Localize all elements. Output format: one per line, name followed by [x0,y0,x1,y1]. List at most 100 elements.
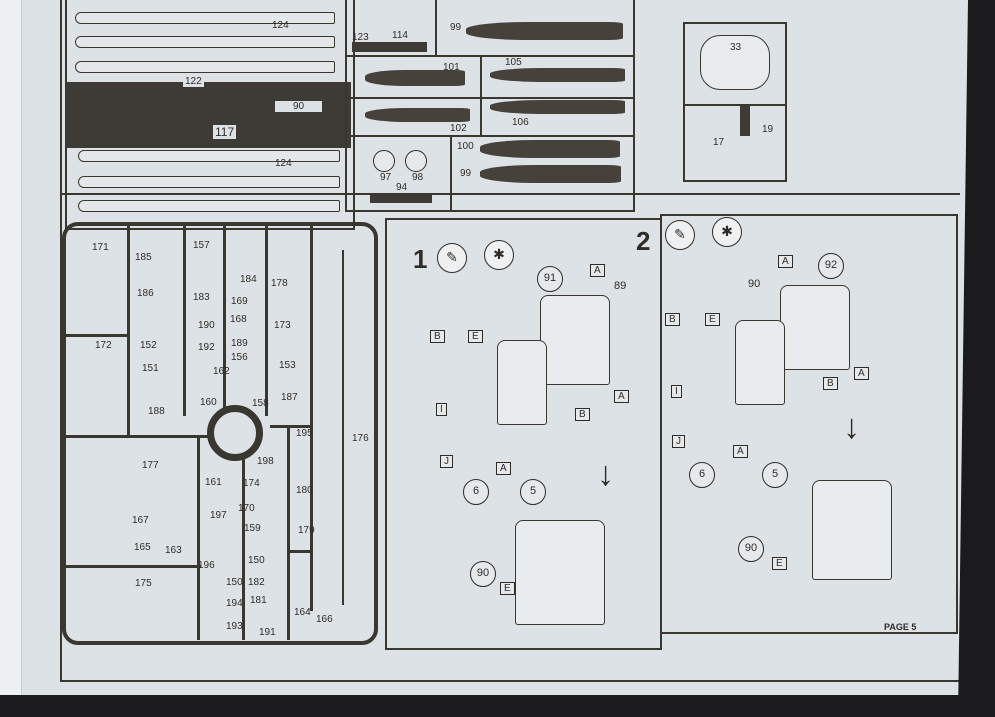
flag-a: A [496,462,511,475]
part-circle: 6 [463,479,489,505]
flag-a: A [854,367,869,380]
divider [480,55,482,137]
part-label: 185 [135,252,152,263]
flag-e: E [468,330,483,343]
divider [683,104,787,106]
part-label: 124 [272,20,289,31]
part-label: 167 [132,515,149,526]
part-label: 124 [275,158,292,169]
part-label: 169 [231,296,248,307]
sprue-ring [207,405,263,461]
part-label: 160 [200,397,217,408]
part-label: 186 [137,288,154,299]
sprue-weapons-frame [345,0,635,212]
frame-left [60,0,62,682]
part-label: 193 [226,621,243,632]
bomb-99 [480,165,621,183]
part-label: 188 [148,406,165,417]
flag-a: A [590,264,605,277]
part-label: 179 [298,525,315,536]
part-circle: 90 [738,536,764,562]
part-label: 166 [316,614,333,625]
divider [345,97,635,99]
part-label: 158 [252,398,269,409]
sprue-runner [287,425,290,640]
seat-back-91 [540,295,610,385]
flag-b: B [575,408,590,421]
part-circle: 6 [689,462,715,488]
flag-b: B [430,330,445,343]
pod-106 [490,100,625,114]
rotor-blade [75,12,335,24]
sprue-gate [740,106,750,136]
flag-a: A [778,255,793,268]
rotor-blade [75,36,335,48]
part-label: 151 [142,363,159,374]
rotor-blade [78,200,340,212]
part-label: 172 [95,340,112,351]
glue-icon: ✎ [665,220,695,250]
part-label: 198 [257,456,274,467]
flag-a: A [614,390,629,403]
part-label: 161 [205,477,222,488]
part-label: 176 [352,433,369,444]
part-circle: 5 [762,462,788,488]
part-label: 122 [183,76,204,87]
part-label: 165 [134,542,151,553]
part-label: 105 [505,57,522,68]
page-number: PAGE 5 [884,622,917,632]
rotor-blade [78,150,340,162]
part-label: 19 [762,124,774,135]
sprue-runner [66,435,211,438]
part-label: 17 [713,137,725,148]
part-label: 168 [230,314,247,325]
part-label: 106 [512,117,529,128]
flag-e: E [500,582,515,595]
part-label: 89 [614,280,627,292]
pod-105 [490,68,625,82]
paint-icon: ✱ [484,240,514,270]
part-label: 123 [352,32,369,43]
flag-b: B [823,377,838,390]
part-label: 90 [275,101,323,112]
part-label: 182 [248,577,265,588]
part-label: 101 [443,62,460,73]
glue-icon: ✎ [437,243,467,273]
dial-98 [405,150,427,172]
instruction-page: 124 124 122 117 90 123 114 99 101 105 10… [0,0,968,695]
sprue-runner [183,226,186,416]
flag-j: J [672,435,685,448]
part-label: 196 [198,560,215,571]
part-label: 189 [231,338,248,349]
sprue-runner [310,226,313,611]
part-label: 171 [92,242,109,253]
flag-i: I [436,403,447,416]
assembled-seat [515,520,605,625]
part-label: 191 [259,627,276,638]
step-2-panel [660,214,958,634]
bomb-99 [466,22,623,40]
seat-frame [497,340,547,425]
part-label: 33 [730,42,742,53]
part-label: 170 [238,503,255,514]
part-label: 181 [250,595,267,606]
part-label: 114 [392,30,408,41]
rotor-blade [75,61,335,73]
part-circle: 92 [818,253,844,279]
part-label: 177 [142,460,159,471]
part-circle: 90 [470,561,496,587]
step-number: 2 [636,226,651,256]
part-label: 162 [213,366,230,377]
sprue-runner [265,226,268,416]
part-label: 178 [271,278,288,289]
seat-frame [735,320,785,405]
part-label: 99 [450,22,462,33]
part-label: 97 [380,172,392,183]
sprue-runner [127,226,130,436]
part-label: 190 [198,320,215,331]
divider [345,135,635,137]
sprue-interior-frame [62,222,378,645]
arrow-down-icon: ↓ [597,455,614,493]
part-label: 94 [396,182,408,193]
sprue-seat-frame [683,22,787,182]
